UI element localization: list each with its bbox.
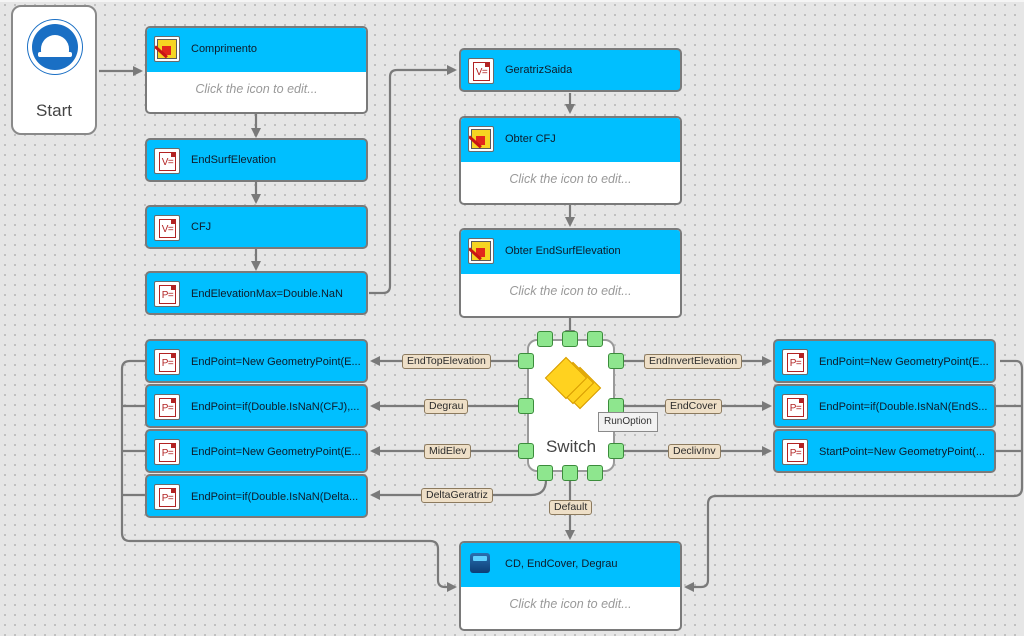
node-end-elevation-max[interactable]: P= EndElevationMax=Double.NaN [145, 271, 368, 315]
switch-port-top-3[interactable] [587, 331, 603, 347]
node-title: GeratrizSaida [505, 64, 573, 76]
switch-port-bottom-3[interactable] [587, 465, 603, 481]
node-title: EndPoint=New GeometryPoint(E... [819, 356, 989, 368]
node-geratriz-saida[interactable]: V= GeratrizSaida [459, 48, 682, 92]
node-title: EndPoint=if(Double.IsNaN(EndS... [819, 401, 988, 413]
node-left-endpoint-2[interactable]: P= EndPoint=if(Double.IsNaN(CFJ),... [145, 384, 368, 428]
node-cd-endcover-degrau[interactable]: CD, EndCover, Degrau Click the icon to e… [459, 541, 682, 631]
node-title: EndPoint=if(Double.IsNaN(Delta... [191, 491, 359, 503]
parameter-icon[interactable]: P= [154, 281, 180, 307]
switch-port-top-2[interactable] [562, 331, 578, 347]
node-title: Obter EndSurfElevation [505, 245, 621, 257]
switch-port-right-3[interactable] [608, 443, 624, 459]
parameter-icon[interactable]: P= [154, 439, 180, 465]
parameter-icon[interactable]: P= [782, 439, 808, 465]
node-right-endpoint-1[interactable]: P= EndPoint=New GeometryPoint(E... [773, 339, 996, 383]
switch-node[interactable]: Switch [527, 339, 615, 472]
edit-placeholder: Click the icon to edit... [509, 284, 632, 298]
macro-icon[interactable] [468, 126, 494, 152]
parameter-icon[interactable]: P= [154, 394, 180, 420]
edit-placeholder: Click the icon to edit... [509, 597, 632, 611]
edge-label-default[interactable]: Default [549, 500, 593, 515]
node-title: EndSurfElevation [191, 154, 276, 166]
edge-label-end-cover[interactable]: EndCover [665, 399, 722, 414]
switch-port-left-3[interactable] [518, 443, 534, 459]
switch-port-bottom-2[interactable] [562, 465, 578, 481]
variable-icon[interactable]: V= [154, 215, 180, 241]
edge-label-decliv-inv[interactable]: DeclivInv [668, 444, 721, 459]
node-right-startpoint-3[interactable]: P= StartPoint=New GeometryPoint(... [773, 429, 996, 473]
node-title: EndPoint=New GeometryPoint(E... [191, 446, 361, 458]
node-obter-end-surf-elevation[interactable]: Obter EndSurfElevation Click the icon to… [459, 228, 682, 318]
variable-icon[interactable]: V= [154, 148, 180, 174]
macro-icon[interactable] [154, 36, 180, 62]
tooltip-run-option: RunOption [598, 412, 658, 432]
edge-label-degrau[interactable]: Degrau [424, 399, 469, 414]
wire-endelev-geratriz [369, 65, 457, 295]
edge-label-end-invert-elevation[interactable]: EndInvertElevation [644, 354, 743, 369]
node-left-endpoint-4[interactable]: P= EndPoint=if(Double.IsNaN(Delta... [145, 474, 368, 518]
node-title: StartPoint=New GeometryPoint(... [819, 446, 985, 458]
start-node[interactable]: Start [11, 5, 97, 135]
wire-left-return [120, 359, 457, 592]
node-cfj[interactable]: V= CFJ [145, 205, 368, 249]
node-title: EndElevationMax=Double.NaN [191, 288, 343, 300]
node-title: EndPoint=if(Double.IsNaN(CFJ),... [191, 401, 360, 413]
node-title: Obter CFJ [505, 133, 556, 145]
switch-label: Switch [545, 437, 597, 456]
switch-port-bottom-1[interactable] [537, 465, 553, 481]
switch-port-left-1[interactable] [518, 353, 534, 369]
switch-port-top-1[interactable] [537, 331, 553, 347]
edge-label-end-top-elevation[interactable]: EndTopElevation [402, 354, 491, 369]
parameter-icon[interactable]: P= [782, 349, 808, 375]
node-obter-cfj[interactable]: Obter CFJ Click the icon to edit... [459, 116, 682, 205]
edge-label-delta-geratriz[interactable]: DeltaGeratriz [421, 488, 493, 503]
node-left-endpoint-3[interactable]: P= EndPoint=New GeometryPoint(E... [145, 429, 368, 473]
variable-icon[interactable]: V= [468, 58, 494, 84]
node-title: CFJ [191, 221, 212, 233]
wire-right-return [684, 359, 1024, 592]
edge-label-mid-elev[interactable]: MidElev [424, 444, 472, 459]
node-comprimento[interactable]: Comprimento Click the icon to edit... [145, 26, 368, 114]
parameter-icon[interactable]: P= [154, 349, 180, 375]
node-right-endpoint-2[interactable]: P= EndPoint=if(Double.IsNaN(EndS... [773, 384, 996, 428]
parameter-icon[interactable]: P= [154, 484, 180, 510]
node-title: CD, EndCover, Degrau [505, 558, 618, 570]
hardhat-logo-icon [28, 20, 82, 74]
parameter-icon[interactable]: P= [782, 394, 808, 420]
edit-placeholder: Click the icon to edit... [509, 172, 632, 186]
start-label: Start [36, 101, 72, 120]
switch-port-right-1[interactable] [608, 353, 624, 369]
node-end-surf-elevation[interactable]: V= EndSurfElevation [145, 138, 368, 182]
edit-placeholder: Click the icon to edit... [195, 82, 318, 96]
node-left-endpoint-1[interactable]: P= EndPoint=New GeometryPoint(E... [145, 339, 368, 383]
node-title: Comprimento [191, 43, 258, 55]
switch-port-left-2[interactable] [518, 398, 534, 414]
node-title: EndPoint=New GeometryPoint(E... [191, 356, 361, 368]
macro-icon[interactable] [468, 238, 494, 264]
database-icon[interactable] [468, 551, 494, 577]
